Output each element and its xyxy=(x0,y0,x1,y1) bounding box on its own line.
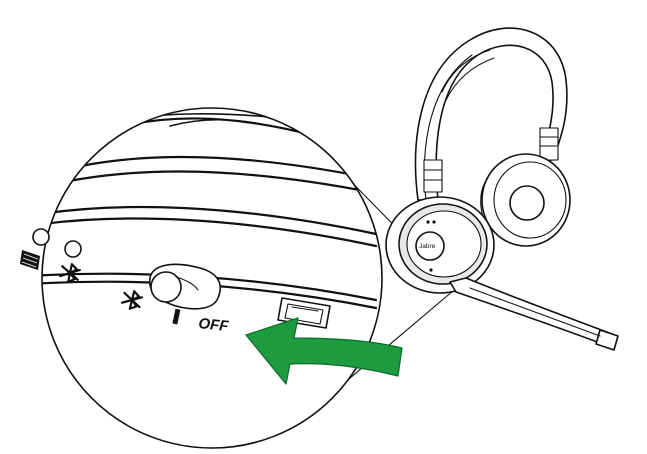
bluetooth-icon xyxy=(59,263,81,283)
indicator-leds xyxy=(32,228,82,258)
headset-brand-logo: Jabre xyxy=(419,243,436,250)
earcup-left: Jabre xyxy=(385,196,495,294)
battery-led-icon xyxy=(20,250,40,270)
headband-slider-right xyxy=(539,127,559,161)
switch-knob xyxy=(150,271,182,303)
headband-slider-left xyxy=(423,159,443,193)
multifunction-button xyxy=(415,231,445,261)
earcup-right xyxy=(480,153,571,247)
zoom-circle xyxy=(41,107,383,449)
power-switch: OFF xyxy=(148,263,230,335)
status-led-bluetooth xyxy=(64,240,82,258)
status-led-top xyxy=(32,228,50,246)
switch-position-mark xyxy=(172,308,181,325)
green-arrow-icon xyxy=(245,317,403,385)
headset: Jabre xyxy=(385,27,619,351)
zoom-detail: OFF xyxy=(20,107,383,449)
microphone-boom xyxy=(449,277,619,351)
bluetooth-switch-icon xyxy=(120,290,144,310)
switch-off-label: OFF xyxy=(198,315,230,335)
